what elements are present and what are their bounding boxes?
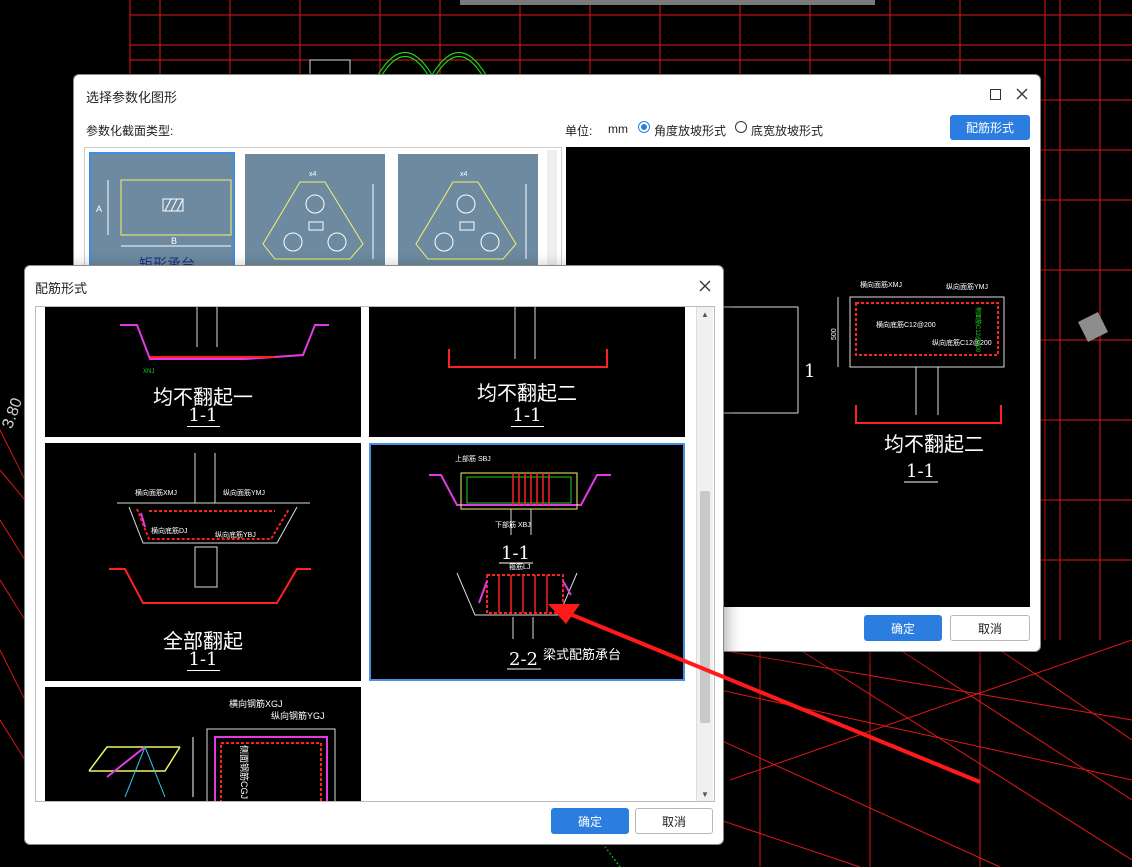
lbl-bot-h: 横向底筋C12@200 xyxy=(876,320,936,329)
dialog-title: 选择参数化图形 xyxy=(86,90,178,105)
rebar-option-beam-3d[interactable]: 横向钢筋XGJ 纵向钢筋YGJ 侧面钢筋CGJ xyxy=(45,687,361,801)
preview-title: 均不翻起二 xyxy=(884,432,984,456)
dim-a-text: A xyxy=(96,204,102,214)
thumb-scrollbar[interactable] xyxy=(547,150,557,270)
option-name: 全部翻起 xyxy=(163,629,243,653)
maximize-icon xyxy=(989,88,1001,100)
section-1-1: 1-1 xyxy=(501,543,530,564)
option-name: 梁式配筋承台 xyxy=(543,647,621,662)
preview-side-label: 1 xyxy=(804,361,815,382)
lbl-top-v: 纵向面筋YMJ xyxy=(946,282,988,291)
lbl-stirrup: 箍筋LJ xyxy=(509,562,530,571)
section-type-label: 参数化截面类型: xyxy=(86,124,174,138)
close-button[interactable] xyxy=(1011,83,1033,105)
main-ok-button[interactable]: 确定 xyxy=(864,615,942,641)
radio-angle-slope[interactable] xyxy=(638,121,650,133)
rebar-option-beam-cap[interactable]: 上部筋 SBJ 下部筋 XBJ 1-1 箍筋LJ 2-2 梁式配筋承台 xyxy=(369,443,685,681)
lbl-side: 侧面钢筋CGJ xyxy=(239,745,250,799)
unit-label: 单位: xyxy=(565,124,593,138)
unit-value: mm xyxy=(608,122,628,136)
scroll-down-icon[interactable]: ▼ xyxy=(701,789,709,799)
preview-drawing: 1 500 横向面筋XMJ 纵向面筋YMJ 横向底筋C12@200 纵向底筋C1… xyxy=(721,280,1005,483)
lbl-bot: 下部筋 XBJ xyxy=(495,520,531,529)
reinforcement-form-dialog: 配筋形式 XNJ 均不翻起一 1-1 均不翻起二 1-1 xyxy=(24,265,724,845)
close-button[interactable] xyxy=(694,275,716,297)
radio-bottom-width-slope-label[interactable]: 底宽放坡形式 xyxy=(751,124,824,138)
lbl-top-h: 横向面筋XMJ xyxy=(860,280,902,289)
rebar-grid-scrollbar[interactable]: ▲ ▼ xyxy=(696,307,713,801)
radio-angle-slope-label[interactable]: 角度放坡形式 xyxy=(654,124,727,138)
section-2-2: 2-2 xyxy=(509,649,538,670)
lbl-top: 上部筋 SBJ xyxy=(455,454,491,463)
lbl-top-h: 横向面筋XMJ xyxy=(135,488,177,497)
maximize-button[interactable] xyxy=(984,83,1006,105)
rebar-grid-panel: XNJ 均不翻起一 1-1 均不翻起二 1-1 xyxy=(35,306,715,802)
lbl-bot-h: 横向底筋DJ xyxy=(151,526,188,535)
scroll-up-icon[interactable]: ▲ xyxy=(701,309,709,319)
rebar-option-none-1[interactable]: XNJ 均不翻起一 1-1 xyxy=(45,307,361,437)
close-icon xyxy=(1016,88,1028,100)
thumb-triangular-cap-2[interactable]: x4 xyxy=(398,154,538,272)
lbl-bot-v: 纵向底筋C12@200 xyxy=(932,338,992,347)
rebar-cancel-button[interactable]: 取消 xyxy=(635,808,713,834)
scrollbar-thumb[interactable] xyxy=(700,491,710,723)
preview-section: 1-1 xyxy=(906,461,935,482)
option-name: 均不翻起一 xyxy=(153,385,253,409)
dialog-title: 配筋形式 xyxy=(35,281,88,296)
option-section: 1-1 xyxy=(186,649,220,671)
main-cancel-button[interactable]: 取消 xyxy=(950,615,1030,641)
dim-500: 500 xyxy=(831,328,838,340)
option-section: 1-1 xyxy=(186,405,220,427)
lbl-bot-v: 纵向底筋YBJ xyxy=(215,530,256,539)
radio-bottom-width-slope[interactable] xyxy=(735,121,747,133)
close-icon xyxy=(699,280,711,292)
rebar-option-all-bent[interactable]: 横向面筋XMJ 纵向面筋YMJ 横向底筋DJ 纵向底筋YBJ 全部翻起 1-1 xyxy=(45,443,361,681)
rebar-ok-button[interactable]: 确定 xyxy=(551,808,629,834)
tag-text: XNJ xyxy=(143,369,154,375)
rebar-option-none-2[interactable]: 均不翻起二 1-1 xyxy=(369,307,685,437)
thumb-rectangular-cap[interactable]: A B 矩形承台 xyxy=(89,152,235,272)
dim-text: x4 xyxy=(309,171,317,178)
reinforcement-form-button[interactable]: 配筋形式 xyxy=(950,115,1030,140)
thumb-triangular-cap-1[interactable]: x4 xyxy=(245,154,385,272)
dim-b-text: B xyxy=(171,236,177,246)
dim-text: x4 xyxy=(460,171,468,178)
option-section: 1-1 xyxy=(510,405,544,427)
cad-coordinate-text: 3.80 xyxy=(0,396,26,431)
lbl-h: 横向钢筋XGJ xyxy=(229,698,283,709)
option-name: 均不翻起二 xyxy=(477,381,577,405)
lbl-top-v: 纵向面筋YMJ xyxy=(223,488,265,497)
lbl-v: 纵向钢筋YGJ xyxy=(271,710,325,721)
lbl-side: 侧面筋C12@200 xyxy=(974,307,982,353)
